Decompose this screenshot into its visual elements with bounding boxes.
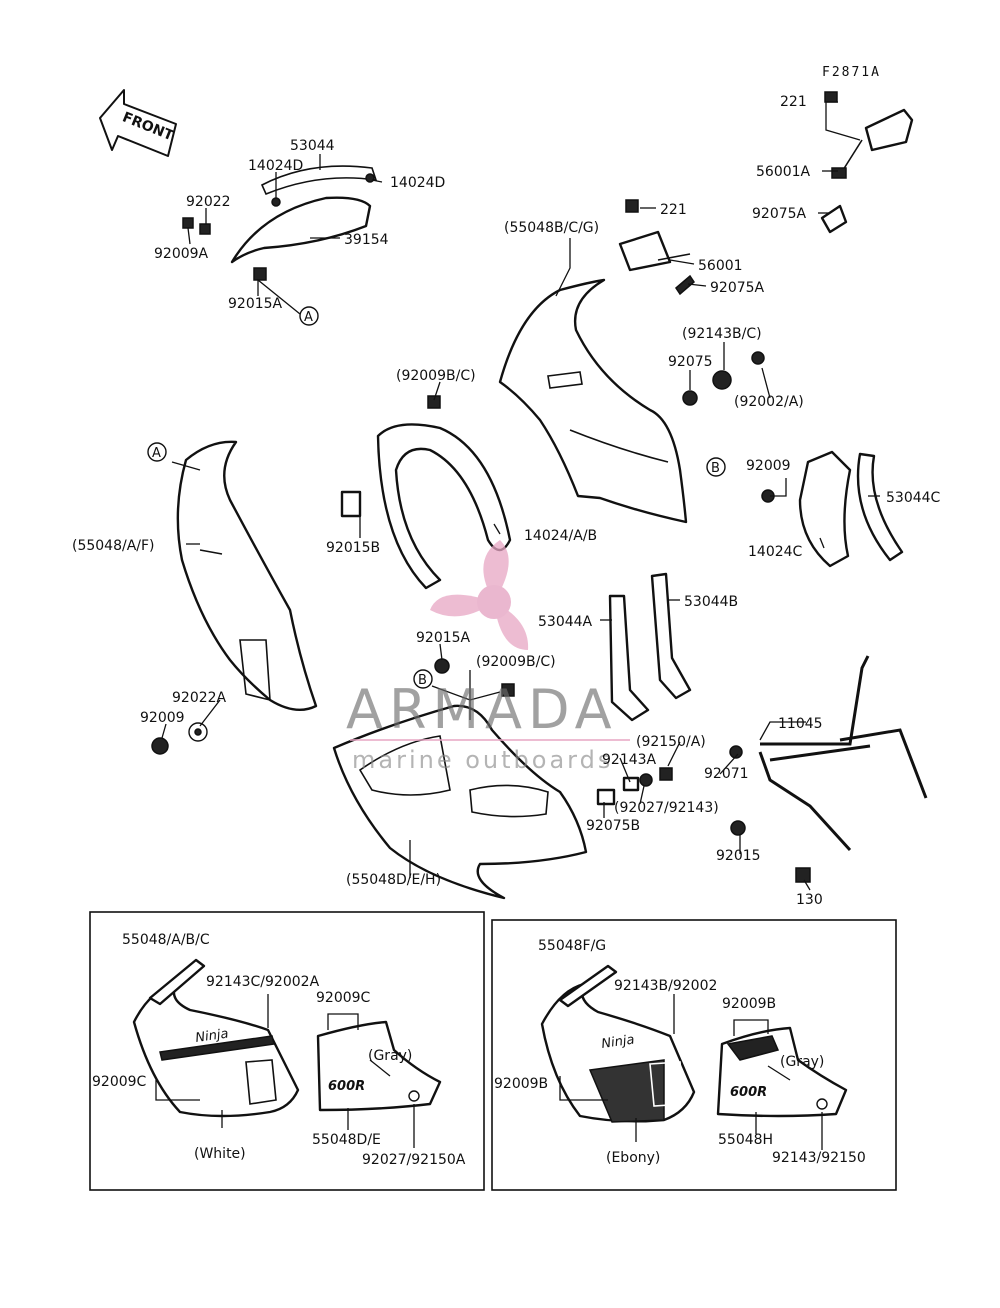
label-221-top: 221 <box>780 94 807 110</box>
callout-a-left: A <box>147 442 167 462</box>
bracket-11045 <box>729 655 928 883</box>
watermark-brand: ARMADA <box>346 678 618 741</box>
label-92015B: 92015B <box>326 540 380 556</box>
inset-right-lower: 55048H <box>718 1132 773 1148</box>
part-labels: 221 56001A 92075A 53044 14024D 14024D 92… <box>72 94 941 908</box>
label-92009BC-a: (92009B/C) <box>396 368 476 384</box>
svg-text:Ninja: Ninja <box>600 1032 635 1051</box>
leader-lines <box>161 101 880 891</box>
label-14024AB: 14024/A/B <box>524 528 597 544</box>
label-92022: 92022 <box>186 194 231 210</box>
inset-left: Ninja 600R 55048/A/B/C 92143C/92002A 920… <box>89 911 485 1191</box>
label-92075A-mid: 92075A <box>710 280 765 296</box>
label-55048AF: (55048/A/F) <box>72 538 155 554</box>
lower-fasteners <box>596 767 673 806</box>
label-92075B: 92075B <box>586 818 640 834</box>
svg-text:A: A <box>152 446 161 461</box>
front-arrow-icon: FRONT <box>99 89 177 157</box>
svg-text:B: B <box>711 461 720 476</box>
label-92143A: 92143A <box>602 752 657 768</box>
label-92150A: (92150/A) <box>636 734 706 750</box>
label-14024D-a: 14024D <box>248 158 303 174</box>
label-92009A: 92009A <box>154 246 209 262</box>
label-92075A-top: 92075A <box>752 206 807 222</box>
inset-left-screw: 92143C/92002A <box>206 974 320 990</box>
label-92022A: 92022A <box>172 690 227 706</box>
inset-left-lower: 55048D/E <box>312 1132 381 1148</box>
label-53044A: 53044A <box>538 614 593 630</box>
label-92071: 92071 <box>704 766 749 782</box>
inset-right-gray: (Gray) <box>780 1054 824 1070</box>
svg-text:600R: 600R <box>328 1079 365 1094</box>
inset-right-bolts-side: 92009B <box>494 1076 548 1092</box>
label-55048BCG: (55048B/C/G) <box>504 220 599 236</box>
label-92009-r: 92009 <box>746 458 791 474</box>
watermark-tagline: marine outboards <box>352 746 613 774</box>
callout-b-right: B <box>706 457 726 477</box>
label-53044C: 53044C <box>886 490 941 506</box>
label-221-mid: 221 <box>660 202 687 218</box>
callout-b-lower: B <box>413 669 433 689</box>
label-56001: 56001 <box>698 258 743 274</box>
lower-cowl <box>332 658 588 900</box>
label-92075: 92075 <box>668 354 713 370</box>
label-92015A-a: 92015A <box>228 296 283 312</box>
inset-left-bolts-side: 92009C <box>92 1074 147 1090</box>
left-fasteners <box>151 722 208 755</box>
label-92009-l: 92009 <box>140 710 185 726</box>
label-92002A: (92002/A) <box>734 394 804 410</box>
label-39154: 39154 <box>344 232 389 248</box>
mirror-assembly-top <box>820 91 914 234</box>
side-panel-right <box>761 450 904 568</box>
label-55048DEH: (55048D/E/H) <box>346 872 441 888</box>
label-92015: 92015 <box>716 848 761 864</box>
label-92143BC: (92143B/C) <box>682 326 762 342</box>
inset-right-ebony: (Ebony) <box>606 1150 660 1166</box>
inset-left-gray: (Gray) <box>368 1048 412 1064</box>
label-92027-92143: (92027/92143) <box>614 800 719 816</box>
label-130: 130 <box>796 892 823 908</box>
inner-panel <box>340 395 512 590</box>
trim-strips <box>608 572 692 722</box>
label-92009BC-b: (92009B/C) <box>476 654 556 670</box>
left-cowl <box>176 440 318 712</box>
svg-text:A: A <box>304 310 313 325</box>
inset-right-screw: 92143B/92002 <box>614 978 717 994</box>
inset-left-white: (White) <box>194 1146 246 1162</box>
label-14024C: 14024C <box>748 544 803 560</box>
label-53044B: 53044B <box>684 594 738 610</box>
propeller-logo-icon <box>430 540 529 650</box>
inset-right: Ninja 600R 55048F/G 92143B/92002 92009B … <box>491 919 897 1191</box>
label-14024D-b: 14024D <box>390 175 445 191</box>
label-56001A: 56001A <box>756 164 811 180</box>
svg-text:Ninja: Ninja <box>194 1026 229 1045</box>
figure-code: F2871A <box>822 65 881 80</box>
inset-left-fasteners: 92027/92150A <box>362 1152 466 1168</box>
label-11045: 11045 <box>778 716 823 732</box>
mirror-assembly-mid <box>618 199 695 296</box>
windshield-assembly <box>182 165 378 281</box>
label-92015A-b: 92015A <box>416 630 471 646</box>
inset-right-fasteners: 92143/92150 <box>772 1150 866 1166</box>
svg-text:B: B <box>418 673 427 688</box>
inset-right-bolts-top: 92009B <box>722 996 776 1012</box>
label-53044: 53044 <box>290 138 335 154</box>
fastener-cluster-right <box>682 351 765 406</box>
inset-right-main: 55048F/G <box>538 938 606 954</box>
watermark: ARMADA marine outboards <box>346 540 630 774</box>
svg-text:600R: 600R <box>730 1085 767 1100</box>
inset-left-main: 55048/A/B/C <box>122 932 210 948</box>
callout-a-top: A <box>299 306 319 326</box>
upper-cowl-right <box>498 278 688 524</box>
inset-left-bolts-top: 92009C <box>316 990 371 1006</box>
